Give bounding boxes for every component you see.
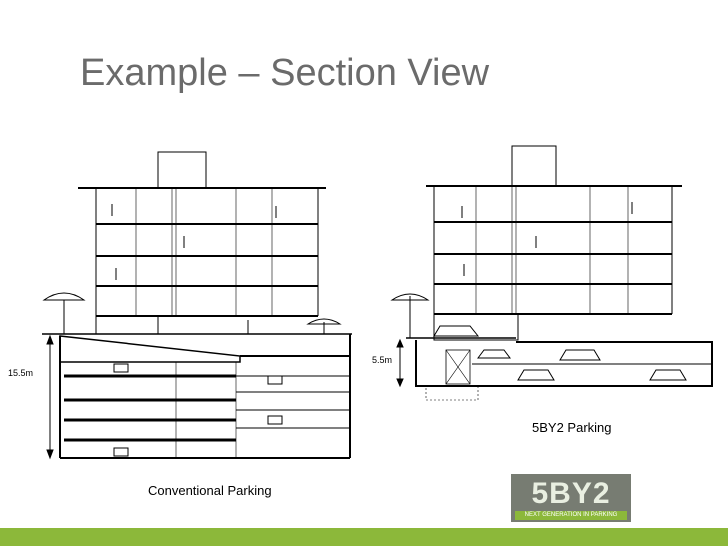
conventional-parking-caption: Conventional Parking: [148, 483, 272, 498]
5by2-section-drawing: [390, 145, 713, 401]
slide-title: Example – Section View: [80, 52, 490, 94]
conventional-height-label: 15.5m: [8, 368, 34, 378]
5by2-parking-caption: 5BY2 Parking: [532, 420, 612, 435]
conventional-section-drawing: [42, 151, 352, 460]
logo-wordmark: 5BY2: [531, 477, 611, 510]
footer-accent-bar: [0, 528, 728, 546]
logo-tagline-bar: NEXT GENERATION IN PARKING: [515, 511, 627, 520]
5by2-height-label: 5.5m: [372, 355, 393, 365]
logo-tagline: NEXT GENERATION IN PARKING: [524, 512, 618, 518]
5by2-logo: 5BY2 NEXT GENERATION IN PARKING: [511, 474, 631, 522]
